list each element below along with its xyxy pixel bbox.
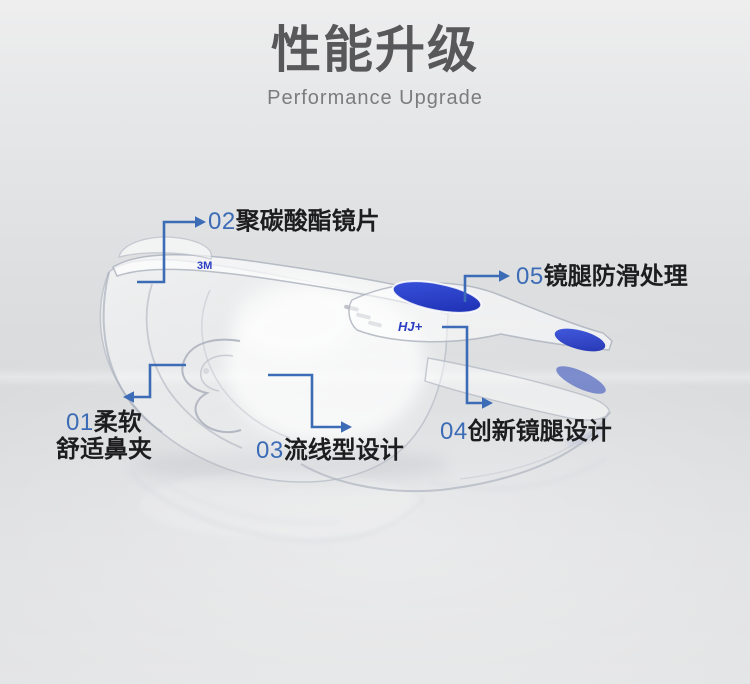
callout-04-arrow — [442, 325, 482, 405]
callout-05-arrowhead — [499, 270, 510, 282]
lens-highlight-2 — [233, 278, 357, 358]
inner-lens-edge — [145, 283, 243, 449]
callout-04-arrowhead — [482, 397, 493, 409]
nose-clip — [181, 338, 242, 434]
temple-tip-pad — [554, 328, 606, 352]
callout-05: 05镜腿防滑处理 — [516, 264, 688, 290]
callout-02-label: 聚碳酸酯镜片 — [235, 208, 380, 235]
callout-02-arrowhead — [195, 216, 206, 228]
callout-01: 01柔软 舒适鼻夹 — [56, 409, 152, 463]
callout-05-number: 05 — [516, 263, 544, 290]
callout-05-arrow — [463, 274, 499, 302]
callout-01-line1: 01柔软 — [56, 409, 152, 436]
temple-far-sweep — [300, 411, 610, 493]
callout-03-label: 流线型设计 — [283, 437, 404, 464]
callout-04-label: 创新镜腿设计 — [467, 418, 612, 445]
callout-03-arrowhead — [341, 421, 352, 433]
page-subtitle: Performance Upgrade — [267, 87, 483, 109]
temple-far-sweep-inner — [459, 415, 605, 480]
temple-far-grip-pad — [556, 366, 606, 394]
temple-grip-pad — [391, 280, 483, 314]
callout-01-arrowhead — [123, 391, 134, 403]
frame-logo: 3M — [197, 260, 212, 272]
callout-03-number: 03 — [256, 437, 284, 464]
callout-02-number: 02 — [208, 208, 236, 235]
callout-arrows — [123, 216, 510, 433]
side-shield-edge — [102, 271, 163, 433]
callout-03: 03流线型设计 — [256, 438, 404, 464]
glasses-reflection — [129, 430, 608, 542]
temple-logo: HJ+ — [398, 319, 423, 334]
temple-far — [424, 357, 611, 421]
callout-01-arrow — [134, 363, 186, 399]
callout-01-label-line1: 柔软 — [93, 409, 142, 436]
inner-lens-edge-2 — [201, 289, 291, 439]
callout-05-label: 镜腿防滑处理 — [543, 263, 688, 290]
callout-01-label-line2: 舒适鼻夹 — [56, 436, 152, 463]
callout-04: 04创新镜腿设计 — [440, 419, 612, 445]
callout-04-number: 04 — [440, 418, 468, 445]
callout-03-arrow — [268, 373, 341, 429]
callout-02-arrow — [137, 220, 195, 284]
safety-glasses: HJ+ 3M — [99, 236, 613, 493]
callout-01-number: 01 — [66, 409, 94, 436]
page-title: 性能升级 — [271, 22, 479, 78]
callout-02: 02聚碳酸酯镜片 — [208, 209, 380, 235]
